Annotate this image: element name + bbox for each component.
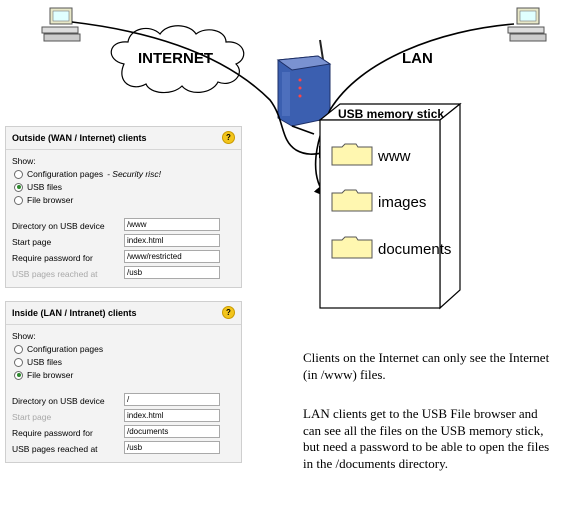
internet-label: INTERNET: [138, 50, 213, 67]
radio-label: File browser: [27, 195, 74, 205]
radio-label: USB files: [27, 182, 62, 192]
radio-label: Configuration pages: [27, 169, 104, 179]
usb-pages-input[interactable]: /usb: [124, 266, 220, 279]
folder-images-label: images: [378, 194, 427, 211]
start-page-label: Start page: [12, 412, 52, 422]
password-input[interactable]: /www/restricted: [124, 250, 220, 263]
radio-configuration-pages[interactable]: Configuration pages - Security risc!: [14, 169, 161, 179]
lan-panel-header: Inside (LAN / Intranet) clients ?: [6, 302, 241, 325]
radio-button[interactable]: [14, 195, 23, 205]
radio-button[interactable]: [14, 169, 23, 179]
radio-label: File browser: [27, 370, 74, 380]
directory-input[interactable]: /: [124, 393, 220, 406]
folder-images-icon: [331, 189, 373, 212]
radio-button-selected[interactable]: [14, 370, 23, 380]
radio-file-browser[interactable]: File browser: [14, 370, 73, 380]
lan-computer-icon: [507, 7, 547, 42]
start-page-label: Start page: [12, 237, 52, 247]
internet-cloud: [110, 25, 245, 94]
radio-label: Configuration pages: [27, 344, 104, 354]
usb-pages-input[interactable]: /usb: [124, 441, 220, 454]
lan-label: LAN: [402, 50, 433, 67]
usb-pages-label: USB pages reached at: [12, 444, 98, 454]
usb-pages-label: USB pages reached at: [12, 269, 98, 279]
start-page-input[interactable]: index.html: [124, 409, 220, 422]
directory-input[interactable]: /www: [124, 218, 220, 231]
radio-configuration-pages[interactable]: Configuration pages: [14, 344, 103, 354]
note-internet-clients: Clients on the Internet can only see the…: [303, 350, 550, 382]
help-icon[interactable]: ?: [222, 131, 235, 144]
usb-memory-stick-box: [318, 102, 462, 310]
radio-label: USB files: [27, 357, 62, 367]
radio-button[interactable]: [14, 344, 23, 354]
radio-button[interactable]: [14, 357, 23, 367]
wan-clients-panel: Outside (WAN / Internet) clients ? Show:…: [5, 126, 242, 288]
password-label: Require password for: [12, 428, 93, 438]
usb-box-title: USB memory stick: [338, 107, 445, 121]
folder-documents-label: documents: [378, 241, 452, 258]
lan-clients-panel: Inside (LAN / Intranet) clients ? Show: …: [5, 301, 242, 463]
password-input[interactable]: /documents: [124, 425, 220, 438]
radio-file-browser[interactable]: File browser: [14, 195, 73, 205]
wan-panel-title: Outside (WAN / Internet) clients: [12, 133, 147, 143]
folder-documents-icon: [331, 236, 373, 259]
directory-label: Directory on USB device: [12, 396, 105, 406]
show-label: Show:: [12, 331, 36, 341]
start-page-input[interactable]: index.html: [124, 234, 220, 247]
help-icon[interactable]: ?: [222, 306, 235, 319]
note-lan-clients: LAN clients get to the USB File browser …: [303, 406, 550, 471]
password-label: Require password for: [12, 253, 93, 263]
radio-usb-files[interactable]: USB files: [14, 182, 62, 192]
folder-www-label: www: [378, 148, 411, 165]
show-label: Show:: [12, 156, 36, 166]
radio-button-selected[interactable]: [14, 182, 23, 192]
folder-www-icon: [331, 143, 373, 166]
radio-usb-files[interactable]: USB files: [14, 357, 62, 367]
router-icon: [276, 39, 332, 127]
lan-panel-title: Inside (LAN / Intranet) clients: [12, 308, 137, 318]
internet-computer-icon: [41, 7, 81, 42]
wan-panel-header: Outside (WAN / Internet) clients ?: [6, 127, 241, 150]
directory-label: Directory on USB device: [12, 221, 105, 231]
security-warning: - Security risc!: [107, 169, 161, 179]
